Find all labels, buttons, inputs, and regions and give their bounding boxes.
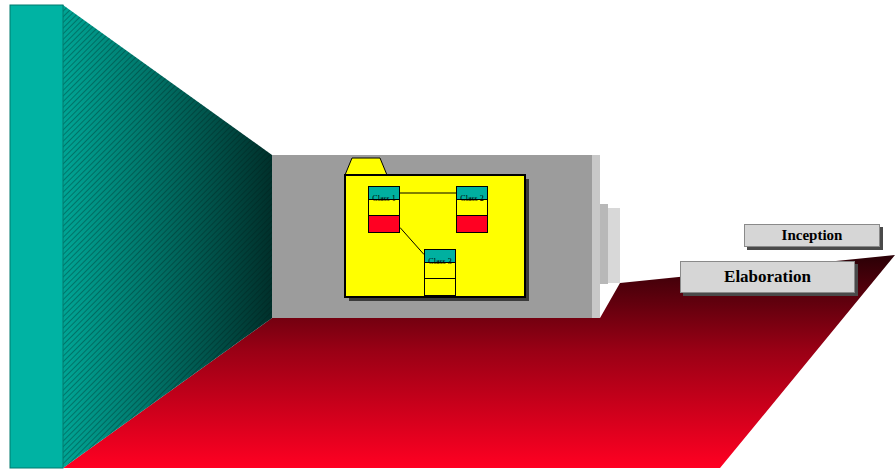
class-compartment: [369, 216, 399, 232]
class-name: Class 2: [459, 194, 484, 203]
association-line: [400, 228, 424, 255]
class-box: Class 3: [424, 249, 456, 296]
wall-edge: [10, 5, 63, 468]
phase-name: Elaboration: [724, 267, 811, 287]
back-block: [600, 204, 608, 284]
phase-label-box: Elaboration: [680, 261, 855, 293]
class-name: Class 3: [427, 257, 452, 266]
class-compartment: [425, 279, 455, 295]
back-wall-edge: [592, 155, 600, 318]
class-name-compartment: Class 2: [457, 187, 487, 200]
package-folder: [345, 175, 525, 297]
association-line: [400, 193, 456, 194]
class-name-compartment: Class 3: [425, 250, 455, 263]
class-compartment: [457, 216, 487, 232]
side-wall-hatch: [63, 5, 272, 468]
class-box: Class 2: [456, 186, 488, 233]
class-box: Class 1: [368, 186, 400, 233]
phase-label-box: Inception: [744, 224, 880, 247]
folder-tab: [345, 158, 387, 175]
back-block: [608, 208, 620, 283]
class-name-compartment: Class 1: [369, 187, 399, 200]
side-wall: [63, 5, 272, 468]
phase-name: Inception: [782, 227, 843, 244]
class-name: Class 1: [371, 194, 396, 203]
back-wall: [272, 155, 600, 318]
